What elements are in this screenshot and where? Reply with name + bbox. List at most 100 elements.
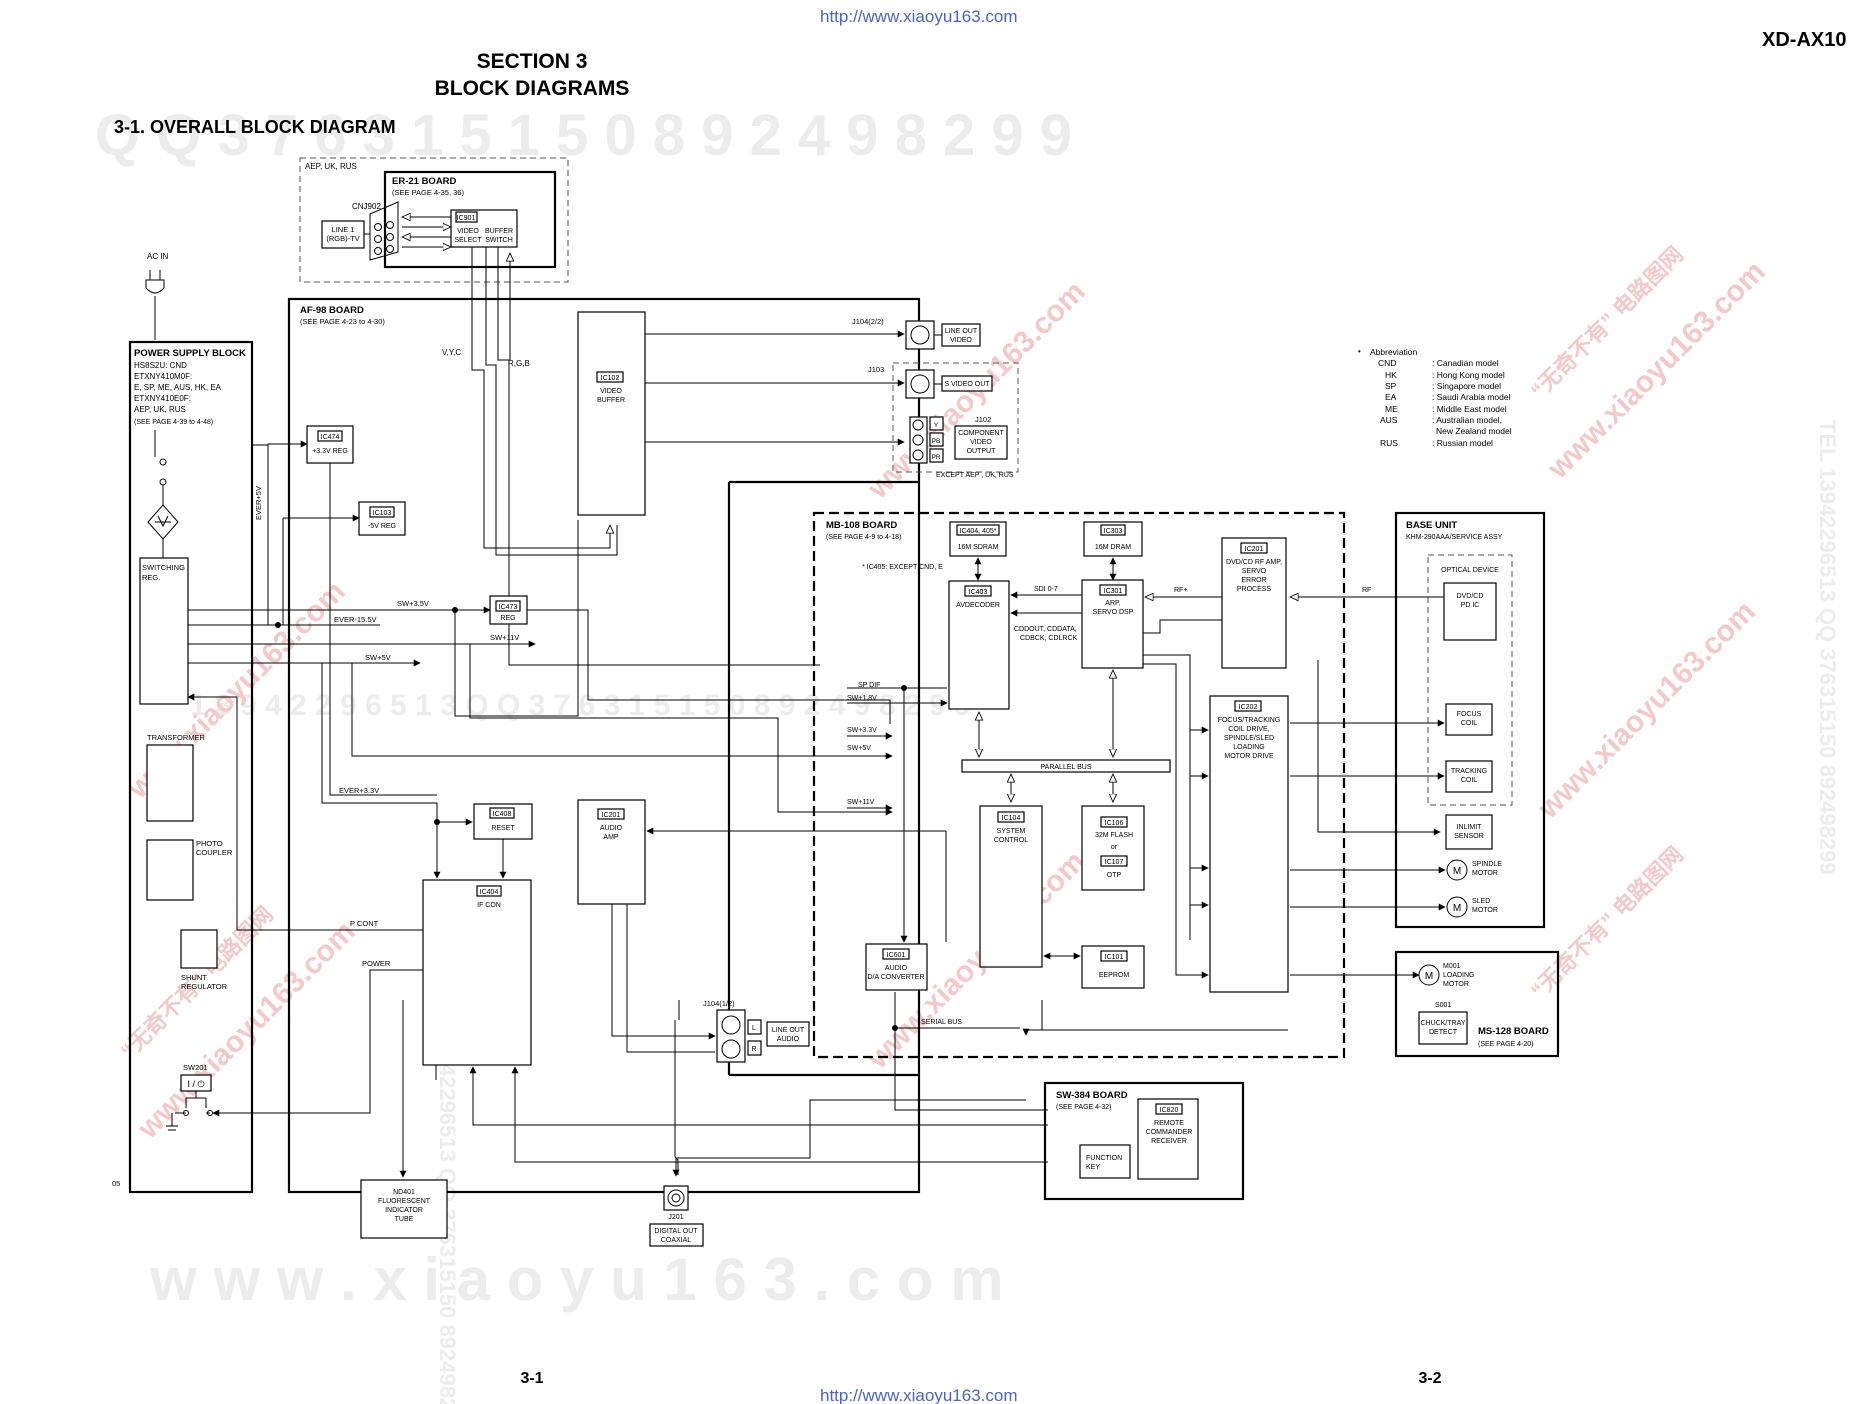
- power-line-2: E, SP, ME, AUS, HK, EA: [134, 383, 222, 392]
- abbr-code-7: RUS: [1380, 438, 1398, 448]
- focus-coil: [1445, 703, 1493, 736]
- rf-label: RF: [1362, 587, 1371, 594]
- abbr-code-1: HK: [1385, 370, 1397, 380]
- er21-board: [383, 170, 557, 269]
- ic201a-l2: AMP: [603, 834, 619, 841]
- ic201m-l3: ERROR: [1241, 577, 1266, 584]
- photo-label: PHOTO: [196, 839, 223, 848]
- corner-code: 05: [112, 1179, 120, 1188]
- loading-label: LOADING: [1443, 972, 1475, 979]
- power-supply-block: [128, 340, 254, 1194]
- component-label: COMPONENT: [958, 430, 1004, 437]
- spdif-label: SP DIF: [858, 682, 880, 689]
- j103-label: J103: [868, 365, 884, 374]
- line-out-audio-label-box: [766, 1021, 810, 1047]
- ic104-l1: SYSTEM: [997, 828, 1026, 835]
- line1-label: LINE 1: [332, 225, 355, 234]
- sw201-label: SW201: [183, 1063, 208, 1072]
- power-line-0: HS8S2U: CND: [134, 361, 187, 370]
- ic103-label: -5V REG: [368, 523, 396, 530]
- ic201m-ref: IC201: [1245, 546, 1264, 553]
- switching-reg: [139, 557, 189, 705]
- component-label-box: [954, 425, 1008, 460]
- watermark-red-9: “无奇不有” 电路图网: [1526, 842, 1688, 1004]
- shunt-sub: REGULATOR: [181, 982, 228, 991]
- line-out-video-sub: VIDEO: [950, 337, 972, 344]
- ms128-ref: (SEE PAGE 4-20): [1478, 1041, 1534, 1048]
- ic101-label: EEPROM: [1099, 972, 1130, 979]
- digital-out-sub: COAXIAL: [661, 1237, 691, 1244]
- inlimit-sensor: [1445, 814, 1493, 850]
- ic103-ref: IC103: [373, 510, 392, 517]
- abbr-code-3: EA: [1385, 392, 1397, 402]
- dram-ref: IC303: [1104, 528, 1123, 535]
- chuck-sub: DETECT: [1429, 1029, 1458, 1036]
- af98-ref: (SEE PAGE 4-23 to 4-30): [300, 317, 385, 326]
- subsection-title: 3-1. OVERALL BLOCK DIAGRAM: [114, 117, 396, 137]
- sdi-label: SDI 0-7: [1034, 586, 1058, 593]
- ic404-label: IF CON: [477, 902, 501, 909]
- sw5-label: SW+5V: [365, 653, 391, 662]
- ic107-label: OTP: [1107, 872, 1122, 879]
- er21-region-label: AEP, UK, RUS: [305, 162, 357, 171]
- m001-label: M001: [1443, 963, 1461, 970]
- nd401-sub3: TUBE: [395, 1216, 414, 1223]
- abbr-code-2: SP: [1385, 381, 1397, 391]
- sled-label: SLED: [1472, 898, 1490, 905]
- ic106-ref: IC106: [1105, 820, 1124, 827]
- photo-coupler: [146, 839, 194, 901]
- watermark-digits: Q Q 3 7 6 3 1 5 1 5 0 8 9 2 4 9 8 2 9 9: [95, 103, 1072, 168]
- digital-out-label: DIGITAL OUT: [654, 1228, 698, 1235]
- af98-title: AF-98 BOARD: [300, 305, 364, 316]
- cddout-label: CDDOUT, CDDATA,: [1014, 626, 1077, 633]
- ever33-label: EVER+3.3V: [339, 786, 379, 795]
- s-video-label: S VIDEO OUT: [944, 381, 990, 388]
- ms128-title: MS-128 BOARD: [1478, 1026, 1549, 1037]
- transformer-label: TRANSFORMER: [147, 733, 206, 742]
- sled-motor-icon: [1446, 896, 1468, 918]
- er21-ref: (SEE PAGE 4-35, 36): [392, 188, 464, 197]
- j104-audio-label: J104(1/2): [703, 999, 735, 1008]
- focus-sub: COIL: [1461, 720, 1477, 727]
- sw35-label: SW+3.5V: [397, 599, 429, 608]
- ic104-l2: CONTROL: [994, 837, 1028, 844]
- ic820-l3: RECEIVER: [1151, 1138, 1187, 1145]
- sw384-board: [1043, 1081, 1245, 1201]
- ic104-ref: IC104: [1002, 815, 1021, 822]
- tracking-label: TRACKING: [1451, 768, 1487, 775]
- chuck-label: CHUCK/TRAY: [1421, 1020, 1466, 1027]
- pd-ic: [1443, 582, 1497, 641]
- ic820-ref: IC820: [1160, 1107, 1179, 1114]
- abbr-desc-0: : Canadian model: [1432, 358, 1499, 368]
- base-title: BASE UNIT: [1406, 520, 1457, 531]
- ic101-ref: IC101: [1105, 954, 1124, 961]
- j104-video-label: J104(2/2): [852, 317, 884, 326]
- mb108-title: MB-108 BOARD: [826, 520, 897, 531]
- optical-device-outline: [1427, 554, 1513, 806]
- nd401-sub2: INDICATOR: [385, 1207, 423, 1214]
- model-name: XD-AX10: [1762, 29, 1846, 51]
- abbr-desc-3: : Saudi Arabia model: [1432, 392, 1511, 402]
- sw384-ref: (SEE PAGE 4-32): [1056, 1104, 1112, 1111]
- ic202-ref: IC202: [1239, 704, 1258, 711]
- power-ref: (SEE PAGE 4-39 to 4-48): [134, 419, 213, 426]
- page-number-right: 3-2: [1418, 1370, 1441, 1387]
- ic102-l1: VIDEO: [600, 388, 622, 395]
- ic601-l1: AUDIO: [885, 965, 908, 972]
- pin-pb: PB: [932, 438, 941, 445]
- pcont-label: P CONT: [350, 919, 379, 928]
- except-label: EXCEPT AEP , UK, RUS: [936, 472, 1014, 479]
- abbr-bullet: •: [1358, 347, 1361, 356]
- ic201m-l2: SERVO: [1242, 568, 1267, 575]
- ic474-label: +3.3V REG: [312, 448, 348, 455]
- page-number-left: 3-1: [520, 1370, 543, 1387]
- abbr-desc-2: : Singapore model: [1432, 381, 1501, 391]
- loading-sub: MOTOR: [1443, 981, 1469, 988]
- sdram-label: 16M SDRAM: [958, 544, 999, 551]
- ic104-system-control-block: [979, 805, 1043, 968]
- ic404-block: [422, 879, 532, 1066]
- spindle-label: SPINDLE: [1472, 861, 1502, 868]
- nd401-sub1: FLUORESCENT: [378, 1198, 431, 1205]
- ic901-l3: BUFFER: [485, 228, 513, 235]
